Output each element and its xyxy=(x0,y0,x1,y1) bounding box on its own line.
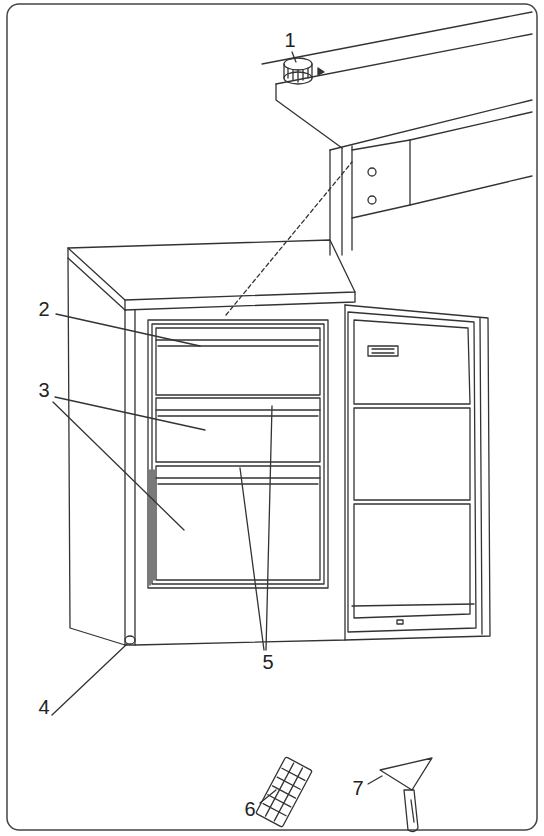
thermostat-inset xyxy=(262,12,532,255)
ice-scraper xyxy=(380,758,432,832)
callout-number: 3 xyxy=(38,379,49,401)
callout-number: 4 xyxy=(38,696,49,718)
callout-number: 2 xyxy=(38,298,49,320)
callout-number: 5 xyxy=(262,651,273,673)
callout-number: 6 xyxy=(244,798,255,820)
dashed-pointer xyxy=(226,162,352,315)
freezer-door xyxy=(345,305,490,640)
ice-tray xyxy=(256,757,313,828)
callout-number: 1 xyxy=(284,29,295,51)
freezer-cabinet xyxy=(68,240,355,645)
callout-number: 7 xyxy=(352,777,363,799)
leader-lines xyxy=(52,52,382,803)
